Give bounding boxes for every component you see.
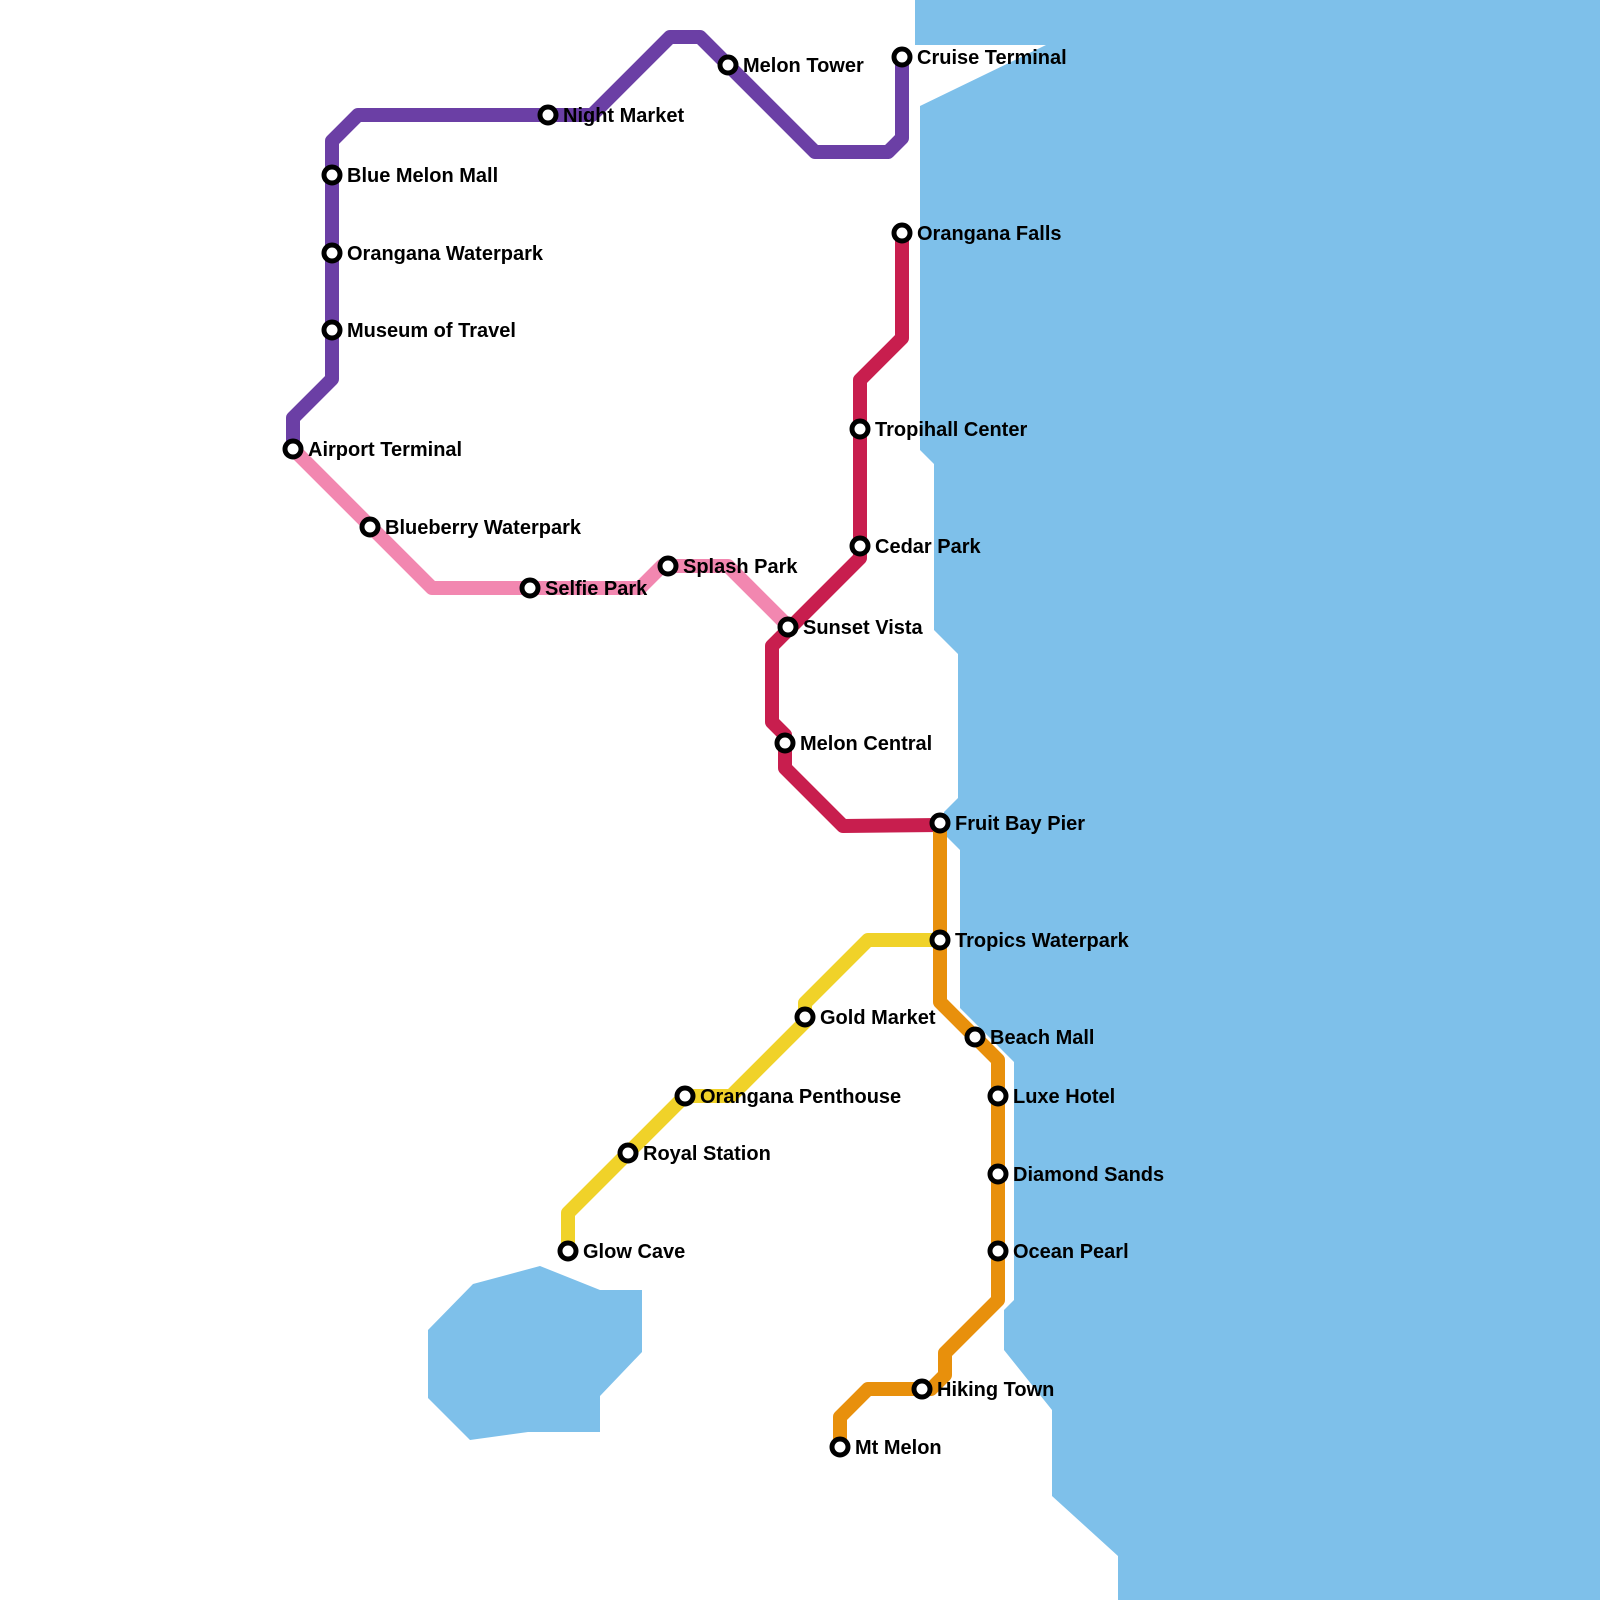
station-marker-cruise-terminal (891, 46, 913, 68)
station-marker-royal-station (617, 1142, 639, 1164)
station-label-diamond-sands: Diamond Sands (1013, 1164, 1164, 1186)
station-marker-museum-of-travel (321, 319, 343, 341)
station-marker-gold-market (794, 1006, 816, 1028)
station-fruit-bay-pier: Fruit Bay Pier (929, 812, 1085, 835)
station-label-cedar-park: Cedar Park (875, 536, 981, 558)
station-marker-selfie-park (519, 577, 541, 599)
station-label-fruit-bay-pier: Fruit Bay Pier (955, 813, 1085, 835)
station-label-tropics-waterpark: Tropics Waterpark (955, 930, 1130, 952)
station-label-melon-tower: Melon Tower (743, 55, 864, 77)
station-label-ocean-pearl: Ocean Pearl (1013, 1241, 1129, 1263)
line-yellow (561, 933, 947, 1258)
station-museum-of-travel: Museum of Travel (321, 319, 516, 342)
station-label-orangana-penthouse: Orangana Penthouse (700, 1086, 901, 1108)
station-airport-terminal: Airport Terminal (282, 438, 462, 461)
station-tropics-waterpark: Tropics Waterpark (929, 929, 1130, 952)
station-label-luxe-hotel: Luxe Hotel (1013, 1086, 1115, 1108)
station-orangana-falls: Orangana Falls (891, 222, 1062, 245)
station-label-tropihall-center: Tropihall Center (875, 419, 1027, 441)
sea-water (915, 0, 1600, 1600)
station-label-gold-market: Gold Market (820, 1007, 936, 1029)
station-label-blue-melon-mall: Blue Melon Mall (347, 165, 498, 187)
station-marker-orangana-waterpark (321, 242, 343, 264)
line-purple (286, 30, 909, 456)
station-selfie-park: Selfie Park (519, 577, 648, 600)
station-label-splash-park: Splash Park (683, 556, 798, 578)
station-label-museum-of-travel: Museum of Travel (347, 320, 516, 342)
station-luxe-hotel: Luxe Hotel (987, 1085, 1115, 1108)
station-marker-diamond-sands (987, 1163, 1009, 1185)
line-red (765, 226, 947, 833)
station-marker-melon-central (774, 732, 796, 754)
station-label-selfie-park: Selfie Park (545, 578, 648, 600)
station-marker-hiking-town (911, 1378, 933, 1400)
station-marker-tropihall-center (849, 418, 871, 440)
station-mt-melon: Mt Melon (829, 1436, 942, 1459)
station-splash-park: Splash Park (657, 555, 798, 578)
station-marker-blueberry-waterpark (359, 516, 381, 538)
station-marker-night-market (537, 104, 559, 126)
station-marker-blue-melon-mall (321, 164, 343, 186)
station-sunset-vista: Sunset Vista (777, 616, 924, 639)
station-marker-orangana-falls (891, 222, 913, 244)
station-label-hiking-town: Hiking Town (937, 1379, 1054, 1401)
station-marker-melon-tower (717, 54, 739, 76)
station-marker-glow-cave (557, 1240, 579, 1262)
station-marker-tropics-waterpark (929, 929, 951, 951)
station-marker-luxe-hotel (987, 1085, 1009, 1107)
station-label-mt-melon: Mt Melon (855, 1437, 942, 1459)
station-melon-tower: Melon Tower (717, 54, 864, 77)
line-orange (833, 816, 1005, 1454)
station-blueberry-waterpark: Blueberry Waterpark (359, 516, 582, 539)
station-tropihall-center: Tropihall Center (849, 418, 1027, 441)
station-marker-beach-mall (964, 1026, 986, 1048)
station-marker-ocean-pearl (987, 1240, 1009, 1262)
station-label-royal-station: Royal Station (643, 1143, 771, 1165)
station-glow-cave: Glow Cave (557, 1240, 685, 1263)
station-night-market: Night Market (537, 104, 684, 127)
station-royal-station: Royal Station (617, 1142, 771, 1165)
station-label-blueberry-waterpark: Blueberry Waterpark (385, 517, 582, 539)
station-cruise-terminal: Cruise Terminal (891, 46, 1067, 69)
station-ocean-pearl: Ocean Pearl (987, 1240, 1129, 1263)
station-beach-mall: Beach Mall (964, 1026, 1094, 1049)
station-orangana-penthouse: Orangana Penthouse (674, 1085, 901, 1108)
station-cedar-park: Cedar Park (849, 535, 981, 558)
line-pink (286, 442, 795, 633)
lake-water (428, 1266, 642, 1440)
station-orangana-waterpark: Orangana Waterpark (321, 242, 544, 265)
station-marker-airport-terminal (282, 438, 304, 460)
station-label-glow-cave: Glow Cave (583, 1241, 685, 1263)
station-hiking-town: Hiking Town (911, 1378, 1054, 1401)
station-blue-melon-mall: Blue Melon Mall (321, 164, 498, 187)
station-label-melon-central: Melon Central (800, 733, 932, 755)
station-label-orangana-falls: Orangana Falls (917, 223, 1062, 245)
station-label-night-market: Night Market (563, 105, 684, 127)
station-label-beach-mall: Beach Mall (990, 1027, 1094, 1049)
station-gold-market: Gold Market (794, 1006, 936, 1029)
station-melon-central: Melon Central (774, 732, 932, 755)
station-label-sunset-vista: Sunset Vista (803, 617, 924, 639)
station-marker-fruit-bay-pier (929, 812, 951, 834)
station-marker-mt-melon (829, 1436, 851, 1458)
station-label-cruise-terminal: Cruise Terminal (917, 47, 1067, 69)
station-label-orangana-waterpark: Orangana Waterpark (347, 243, 544, 265)
station-diamond-sands: Diamond Sands (987, 1163, 1164, 1186)
station-marker-cedar-park (849, 535, 871, 557)
station-label-airport-terminal: Airport Terminal (308, 439, 462, 461)
station-marker-sunset-vista (777, 616, 799, 638)
station-marker-splash-park (657, 555, 679, 577)
station-marker-orangana-penthouse (674, 1085, 696, 1107)
